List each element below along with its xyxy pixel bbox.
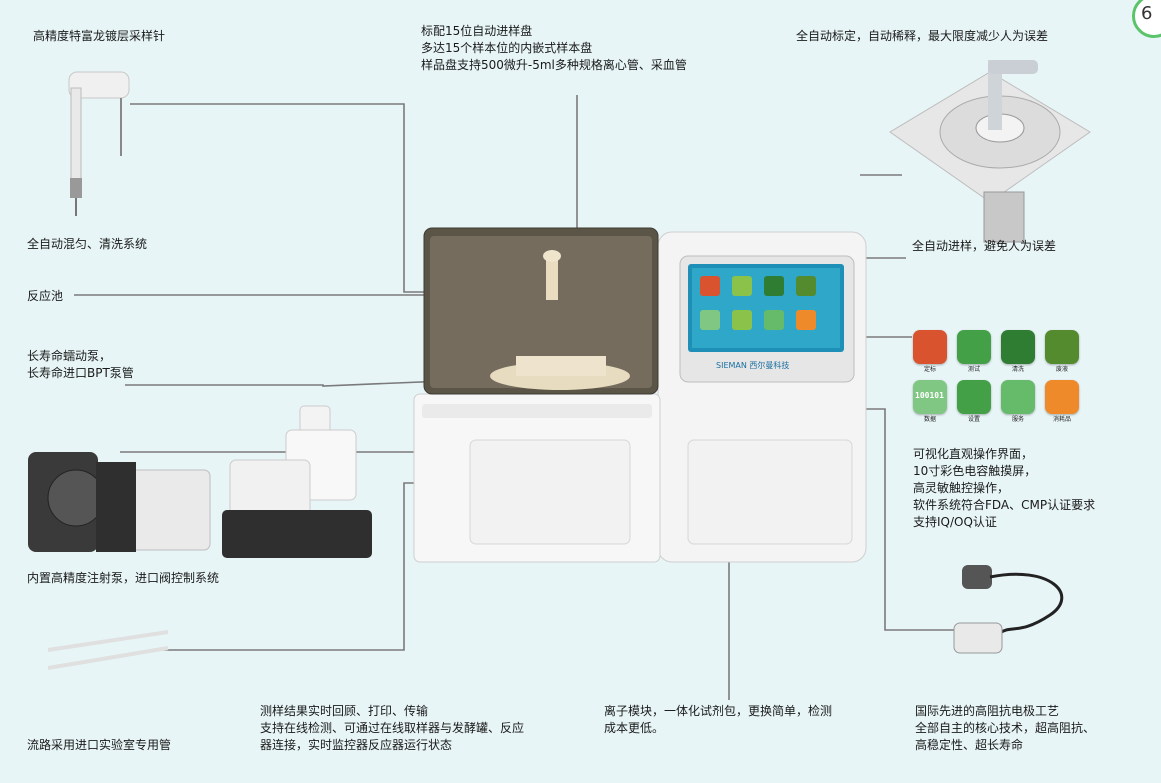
calibrate-icon: 定标 [910, 330, 950, 374]
label-results-line: 支持在线检测、可通过在线取样器与发酵罐、反应 [260, 721, 525, 735]
label-results-line: 测样结果实时回顾、打印、传输 [260, 704, 429, 718]
icon-caption: 服务 [1011, 416, 1024, 423]
label-tubing: 流路采用进口实验室专用管 [27, 738, 172, 752]
icon-caption: 消耗品 [1052, 416, 1071, 423]
label-electrode-line: 国际先进的高阻抗电极工艺 [915, 704, 1060, 718]
waste-icon: 废液 [1042, 330, 1082, 374]
label-touch-line: 可视化直观操作界面， [913, 447, 1034, 461]
consumables-icon: 消耗品 [1042, 380, 1082, 424]
icon-caption: 定标 [923, 366, 936, 373]
settings-icon: 设置 [954, 380, 994, 424]
label-touch-line: 软件系统符合FDA、CMP认证要求 [913, 498, 1096, 512]
analyzer-instrument: SIEMAN 西尔曼科技 [413, 227, 867, 563]
label-tray: 标配15位自动进样盘 多达15个样本位的内嵌式样本盘 样品盘支持500微升-5m… [421, 23, 687, 74]
icon-caption: 废液 [1055, 366, 1068, 373]
label-touch: 可视化直观操作界面， 10寸彩色电容触摸屏， 高灵敏触控操作， 软件系统符合FD… [913, 446, 1095, 531]
tubing [47, 630, 169, 670]
icon-caption: 测试 [967, 366, 980, 373]
autosampler-tray [889, 60, 1091, 243]
sampling-needle [68, 71, 130, 216]
syringe-pump [222, 405, 372, 558]
data-icon-text: 100101 [915, 391, 944, 400]
electrode-cable [953, 565, 1064, 654]
label-electrode-line: 全部自主的核心技术，超高阻抗、 [915, 721, 1096, 735]
screen-brand: SIEMAN 西尔曼科技 [716, 360, 789, 370]
leader-pump [125, 379, 471, 387]
icon-caption: 设置 [967, 416, 980, 423]
label-tray-line: 样品盘支持500微升-5ml多种规格离心管、采血管 [421, 58, 687, 72]
icon-caption: 清洗 [1011, 366, 1024, 373]
label-ion: 离子模块，一体化试剂包，更换简单，检测 成本更低。 [604, 703, 832, 737]
data-icon: 100101 数据 [910, 380, 950, 424]
peristaltic-pump [28, 452, 211, 552]
label-ion-line: 离子模块，一体化试剂包，更换简单，检测 [604, 704, 833, 718]
label-touch-line: 支持IQ/OQ认证 [913, 515, 997, 529]
label-needle: 高精度特富龙镀层采样针 [33, 29, 166, 43]
label-results: 测样结果实时回顾、打印、传输 支持在线检测、可通过在线取样器与发酵罐、反应 器连… [260, 703, 524, 754]
label-autosample: 全自动进样，避免人为误差 [912, 239, 1057, 253]
wash-icon: 清洗 [998, 330, 1038, 374]
label-results-line: 器连接，实时监控器反应器运行状态 [260, 738, 453, 752]
label-tray-line: 多达15个样本位的内嵌式样本盘 [421, 41, 593, 55]
label-mixing: 全自动混匀、清洗系统 [27, 237, 148, 251]
label-pump: 长寿命蠕动泵， 长寿命进口BPT泵管 [27, 348, 134, 382]
label-injector: 内置高精度注射泵，进口阀控制系统 [27, 571, 220, 585]
test-icon: 测试 [954, 330, 994, 374]
label-touch-line: 高灵敏触控操作， [913, 481, 1010, 495]
badge-number: 6 [1141, 3, 1153, 24]
label-pump-line: 长寿命蠕动泵， [27, 349, 112, 363]
service-icon: 服务 [998, 380, 1038, 424]
label-reaction: 反应池 [27, 289, 64, 303]
label-touch-line: 10寸彩色电容触摸屏， [913, 464, 1037, 478]
label-calibration: 全自动标定，自动稀释，最大限度减少人为误差 [796, 29, 1049, 43]
label-electrode-line: 高稳定性、超长寿命 [915, 738, 1024, 752]
icon-caption: 数据 [923, 416, 936, 423]
label-ion-line: 成本更低。 [604, 721, 665, 735]
label-tray-line: 标配15位自动进样盘 [421, 24, 533, 38]
label-pump-line: 长寿命进口BPT泵管 [27, 366, 134, 380]
label-electrode: 国际先进的高阻抗电极工艺 全部自主的核心技术，超高阻抗、 高稳定性、超长寿命 [915, 703, 1095, 754]
